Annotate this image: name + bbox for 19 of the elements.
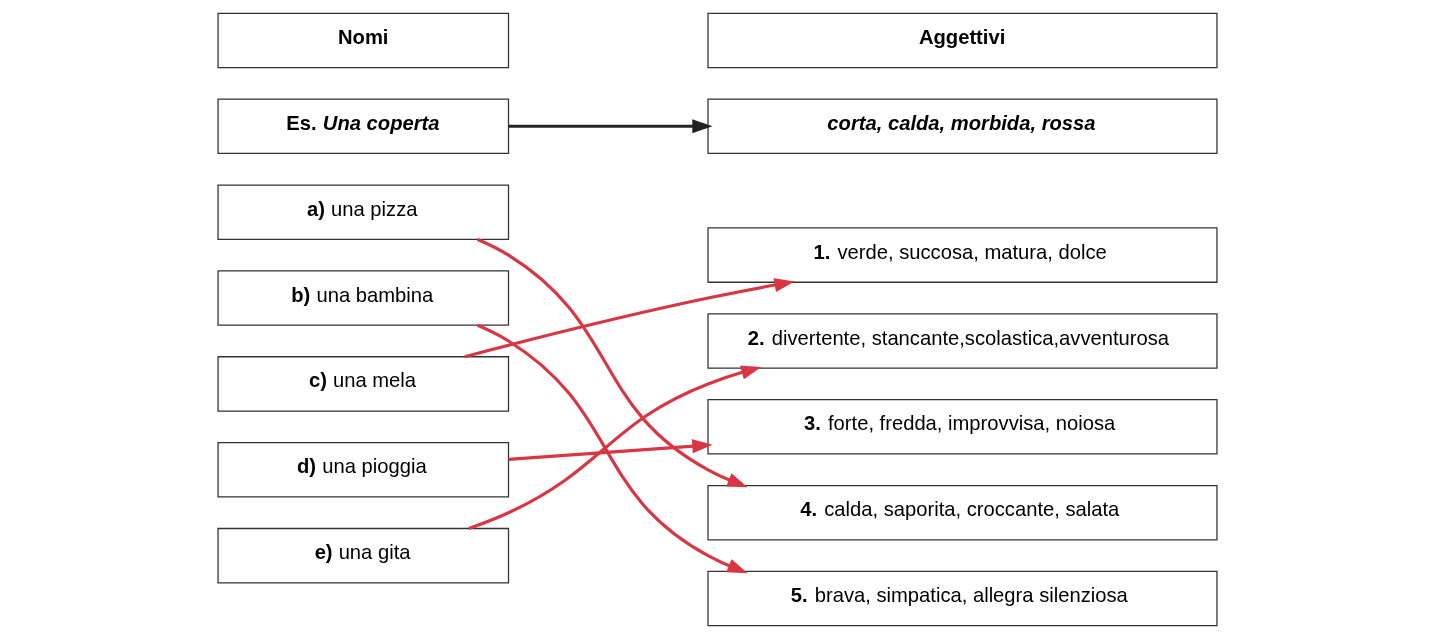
- node-box: 1. verde, succosa, matura, dolce: [707, 227, 1218, 283]
- arrow: [476, 323, 748, 574]
- arrow: [508, 119, 713, 134]
- node-box: c) una mela: [217, 356, 510, 412]
- node-box: 4. calda, saporita, croccante, salata: [707, 484, 1218, 541]
- arrow: [508, 439, 713, 461]
- node-box: e) una gita: [217, 527, 510, 584]
- node-box: 3. forte, fredda, improvvisa, noiosa: [707, 399, 1218, 455]
- node-box: Es. Una coperta: [217, 98, 510, 155]
- node-box: Aggettivi: [707, 12, 1218, 69]
- node-box: a) una pizza: [217, 184, 510, 240]
- node-box: b) una bambina: [217, 270, 510, 326]
- node-box: d) una pioggia: [217, 442, 510, 498]
- arrow: [468, 365, 762, 530]
- node-box: Nomi: [217, 12, 510, 69]
- arrow: [476, 237, 748, 488]
- node-box: 5. brava, simpatica, allegra silenziosa: [707, 570, 1218, 627]
- node-box: corta, calda, morbida, rossa: [707, 98, 1218, 155]
- node-box: 2. divertente, stancante,scolastica,avventurosa: [707, 313, 1218, 369]
